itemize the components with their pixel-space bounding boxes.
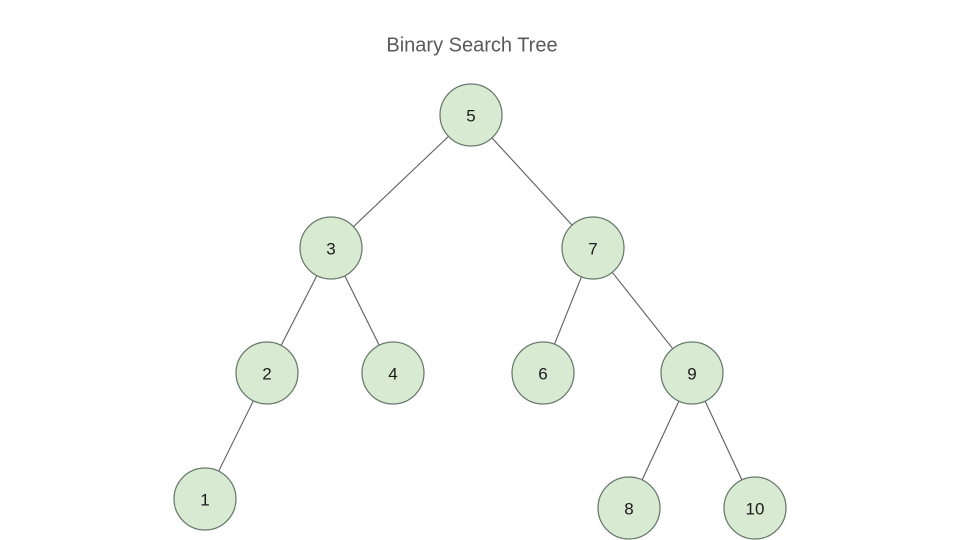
page-title: Binary Search Tree <box>386 34 557 56</box>
tree-edge-7-9 <box>611 271 674 350</box>
node-label-8: 8 <box>624 500 633 519</box>
node-circle-8[interactable] <box>597 476 661 540</box>
node-label-7: 7 <box>588 240 597 259</box>
tree-edge-9-8 <box>641 400 680 481</box>
node-label-2: 2 <box>262 365 271 384</box>
tree-edge-9-10 <box>704 400 743 481</box>
node-label-3: 3 <box>326 240 335 259</box>
tree-node-7[interactable]: 7 <box>561 216 625 280</box>
tree-node-5[interactable]: 5 <box>439 83 503 147</box>
node-circle-4[interactable] <box>361 341 425 405</box>
tree-node-8[interactable]: 8 <box>597 476 661 540</box>
node-label-6: 6 <box>538 365 547 384</box>
tree-node-4[interactable]: 4 <box>361 341 425 405</box>
node-layer: 5 3 7 2 4 6 9 1 8 10 <box>173 83 787 540</box>
node-circle-7[interactable] <box>561 216 625 280</box>
tree-node-1[interactable]: 1 <box>173 467 237 531</box>
node-circle-3[interactable] <box>299 216 363 280</box>
tree-edge-2-1 <box>218 400 254 472</box>
tree-edge-3-4 <box>344 275 380 346</box>
tree-node-3[interactable]: 3 <box>299 216 363 280</box>
node-circle-9[interactable] <box>660 341 724 405</box>
tree-edge-5-3 <box>353 135 449 228</box>
node-label-4: 4 <box>388 365 397 384</box>
node-circle-6[interactable] <box>511 341 575 405</box>
tree-edge-7-6 <box>553 276 583 345</box>
node-circle-1[interactable] <box>173 467 237 531</box>
tree-node-10[interactable]: 10 <box>723 476 787 540</box>
node-label-10: 10 <box>746 500 765 519</box>
tree-node-9[interactable]: 9 <box>660 341 724 405</box>
node-circle-5[interactable] <box>439 83 503 147</box>
node-circle-2[interactable] <box>235 341 299 405</box>
tree-edge-3-2 <box>280 275 318 346</box>
node-label-5: 5 <box>466 107 475 126</box>
node-label-9: 9 <box>687 365 696 384</box>
tree-node-6[interactable]: 6 <box>511 341 575 405</box>
edge-layer <box>218 135 743 481</box>
tree-edge-5-7 <box>491 137 573 226</box>
node-circle-10[interactable] <box>723 476 787 540</box>
node-label-1: 1 <box>200 491 209 510</box>
tree-node-2[interactable]: 2 <box>235 341 299 405</box>
